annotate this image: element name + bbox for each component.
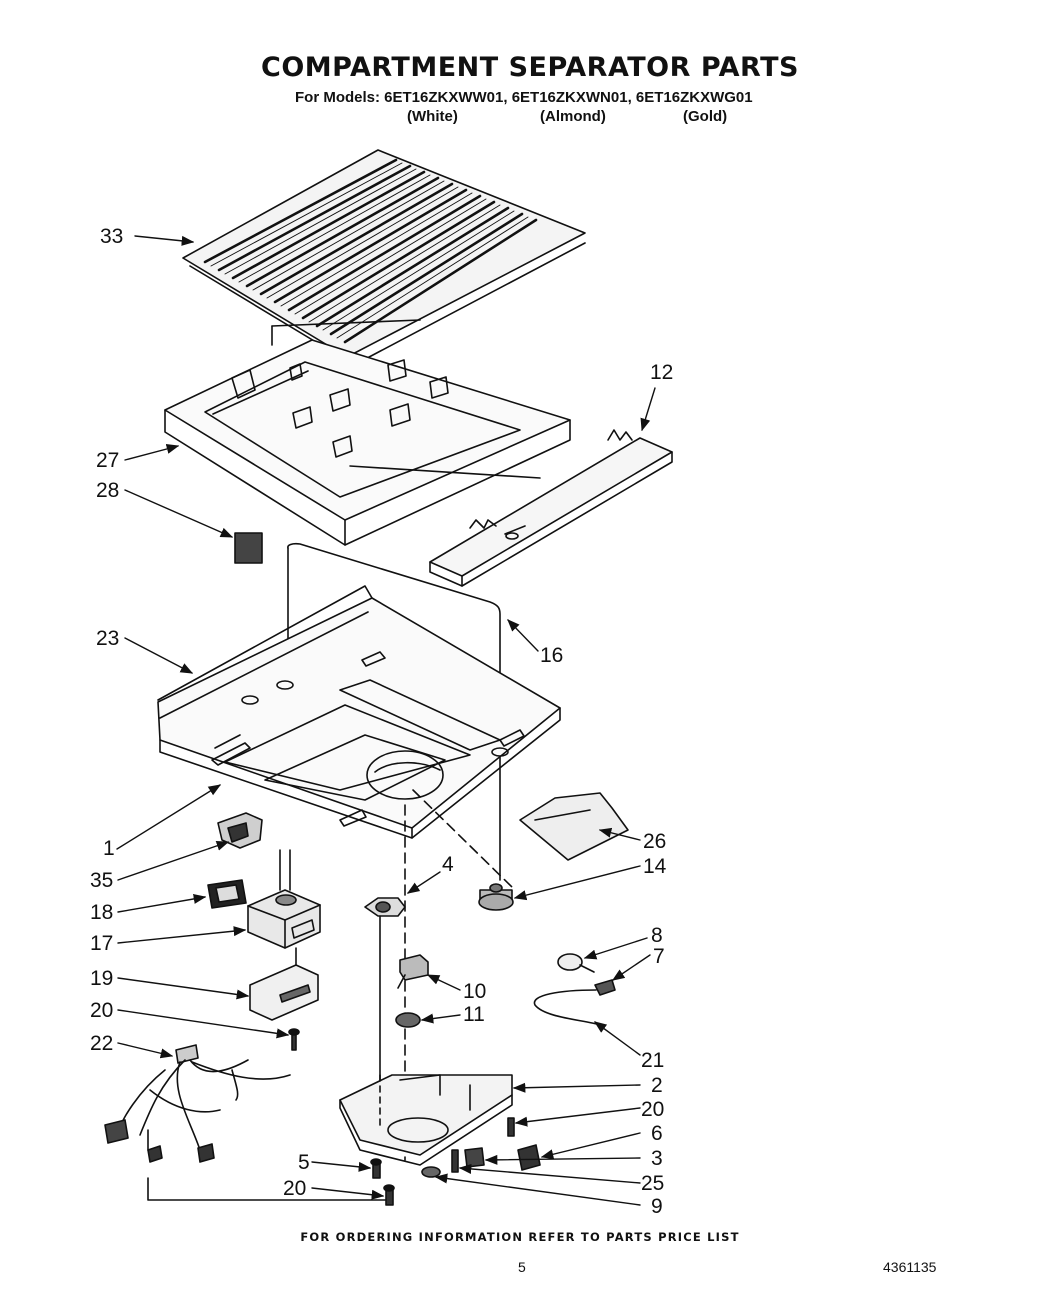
wiring-harness: [104, 1044, 386, 1201]
callout-4: 4: [442, 853, 454, 876]
callout-27: 27: [96, 449, 120, 472]
callout-3: 3: [651, 1147, 663, 1170]
callout-8: 8: [651, 924, 663, 947]
callout-21: 21: [641, 1049, 665, 1072]
callout-6: 6: [651, 1122, 663, 1145]
harness-wire: [533, 989, 601, 1026]
variant-white: (White): [407, 108, 458, 125]
ordering-note: FOR ORDERING INFORMATION REFER TO PARTS …: [300, 1230, 740, 1244]
light-housing: [339, 1074, 513, 1166]
models-line: For Models: 6ET16ZKXWW01, 6ET16ZKXWN01, …: [295, 89, 753, 106]
callout-17: 17: [90, 932, 114, 955]
cover-part: [519, 792, 629, 861]
callout-28: 28: [96, 479, 120, 502]
callout-2: 2: [651, 1074, 663, 1097]
washer-lower: [421, 1166, 441, 1178]
drain-tube: [287, 542, 501, 881]
callout-1: 1: [103, 837, 115, 860]
callout-11: 11: [463, 1003, 485, 1026]
callout-14: 14: [643, 855, 667, 878]
pad-part: [234, 532, 263, 564]
small-switch: [464, 1147, 485, 1168]
callout-9: 9: [651, 1195, 663, 1218]
separator-pan: [157, 585, 561, 1161]
callout-7: 7: [653, 945, 665, 968]
page-title: COMPARTMENT SEPARATOR PARTS: [261, 52, 799, 83]
screw-right: [507, 1117, 515, 1137]
callout-20a: 20: [90, 999, 114, 1022]
callout-12: 12: [650, 361, 674, 384]
callout-20c: 20: [283, 1177, 307, 1200]
callout-35: 35: [90, 869, 114, 892]
callout-18: 18: [90, 901, 114, 924]
callout-10: 10: [463, 980, 487, 1003]
callout-33: 33: [100, 225, 124, 248]
callout-19: 19: [90, 967, 114, 990]
callout-25: 25: [641, 1172, 665, 1195]
callout-16: 16: [540, 644, 564, 667]
light-bulb: [557, 953, 583, 971]
separator-frame: [164, 319, 571, 546]
separator-rail: [349, 429, 673, 587]
variant-gold: (Gold): [683, 108, 728, 125]
callout-22: 22: [90, 1032, 114, 1055]
callout-26: 26: [643, 830, 667, 853]
callout-5: 5: [298, 1151, 310, 1174]
switch-button: [517, 1144, 541, 1171]
light-socket: [594, 979, 616, 996]
callout-20b: 20: [641, 1098, 665, 1121]
page-number: 5: [518, 1259, 526, 1275]
variant-almond: (Almond): [540, 108, 606, 125]
shelf-grille: [182, 149, 586, 366]
callout-23: 23: [96, 627, 120, 650]
washer: [395, 1012, 421, 1028]
document-number: 4361135: [883, 1259, 937, 1275]
